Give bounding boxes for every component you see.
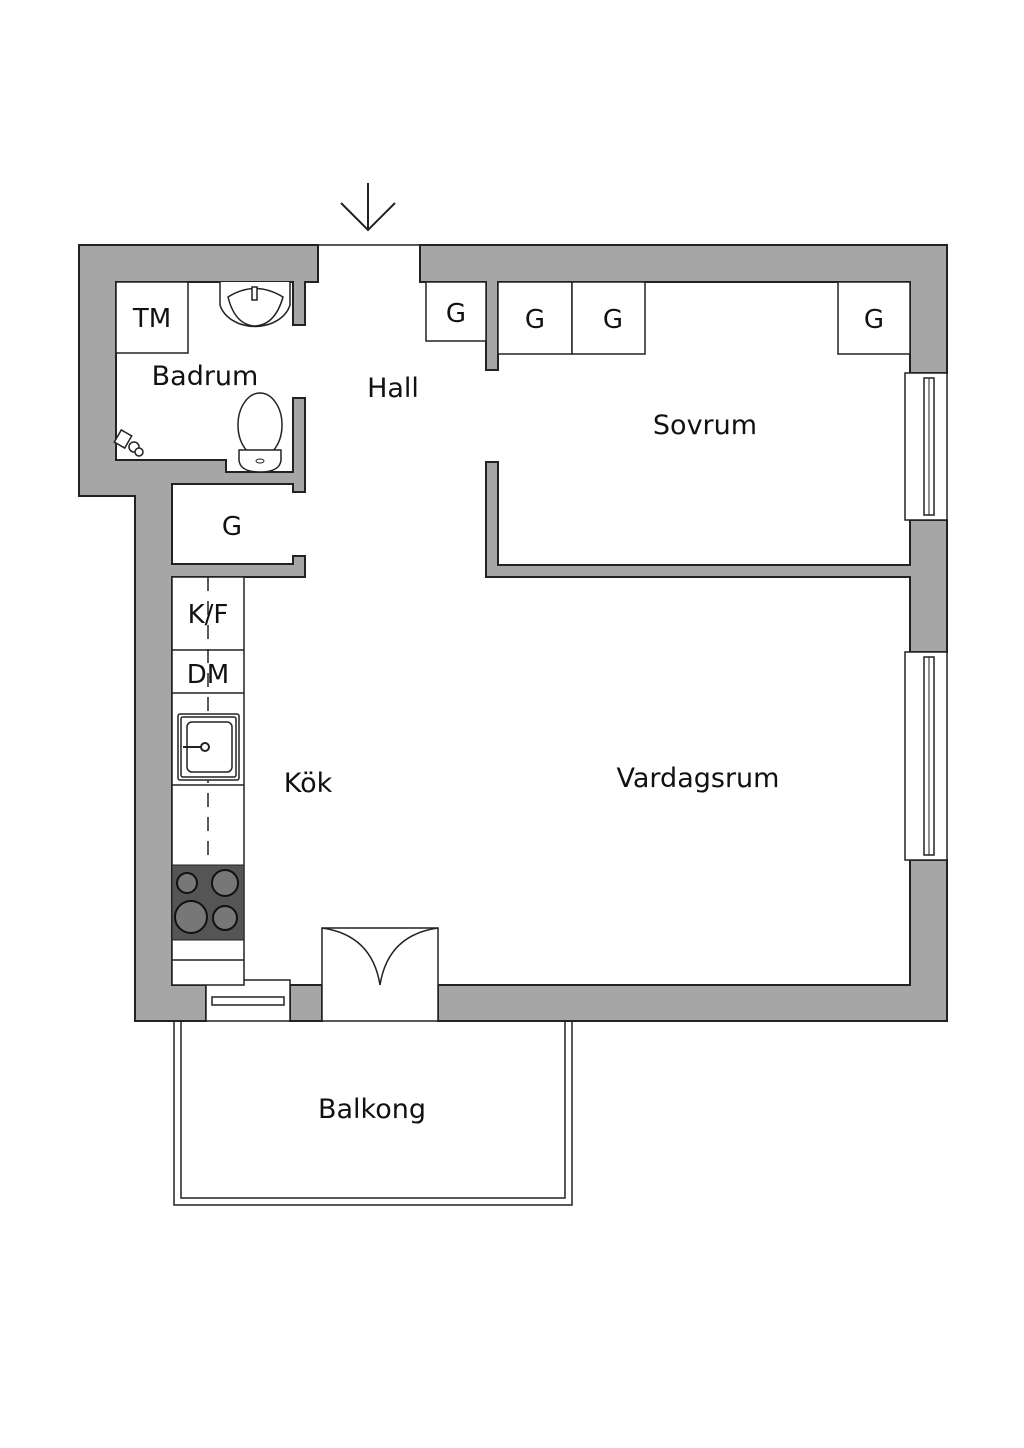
washbasin-icon — [219, 282, 291, 328]
closet-bedroom-1 — [497, 281, 573, 355]
wall-bedroom — [485, 461, 948, 653]
closet-label: G — [864, 305, 884, 335]
window-kitchen — [205, 979, 291, 1022]
closet-label: G — [222, 512, 242, 542]
room-label-living-room: Vardagsrum — [617, 763, 780, 794]
wall-south-east — [437, 859, 948, 1022]
closet-label: G — [525, 305, 545, 335]
room-label-bathroom: Badrum — [152, 361, 259, 392]
dishwasher-label: DM — [187, 660, 229, 690]
closet-hall — [425, 281, 487, 342]
washing-machine-label: TM — [132, 304, 171, 334]
entrance-arrow-icon — [340, 183, 396, 232]
window-living-room — [904, 651, 948, 861]
closet-bedroom-2 — [571, 281, 646, 355]
wall-south-mid — [289, 984, 323, 1022]
floor-drain-icon — [113, 428, 144, 457]
stove-icon — [171, 864, 245, 941]
kitchen-sink-icon — [177, 713, 240, 781]
room-label-hall: Hall — [367, 373, 419, 404]
room-label-kitchen: Kök — [284, 768, 333, 799]
fridge-freezer-label: K/F — [188, 600, 229, 630]
room-label-bedroom: Sovrum — [653, 410, 757, 441]
closet-label: G — [603, 305, 623, 335]
closet-bedroom-3 — [837, 281, 911, 355]
room-label-balcony: Balkong — [318, 1094, 426, 1125]
balcony-door — [321, 927, 439, 1022]
closet-label: G — [446, 299, 466, 329]
balcony-outline — [173, 1021, 573, 1206]
window-bedroom — [904, 372, 948, 521]
toilet-icon — [237, 392, 283, 473]
washing-machine — [115, 281, 189, 354]
